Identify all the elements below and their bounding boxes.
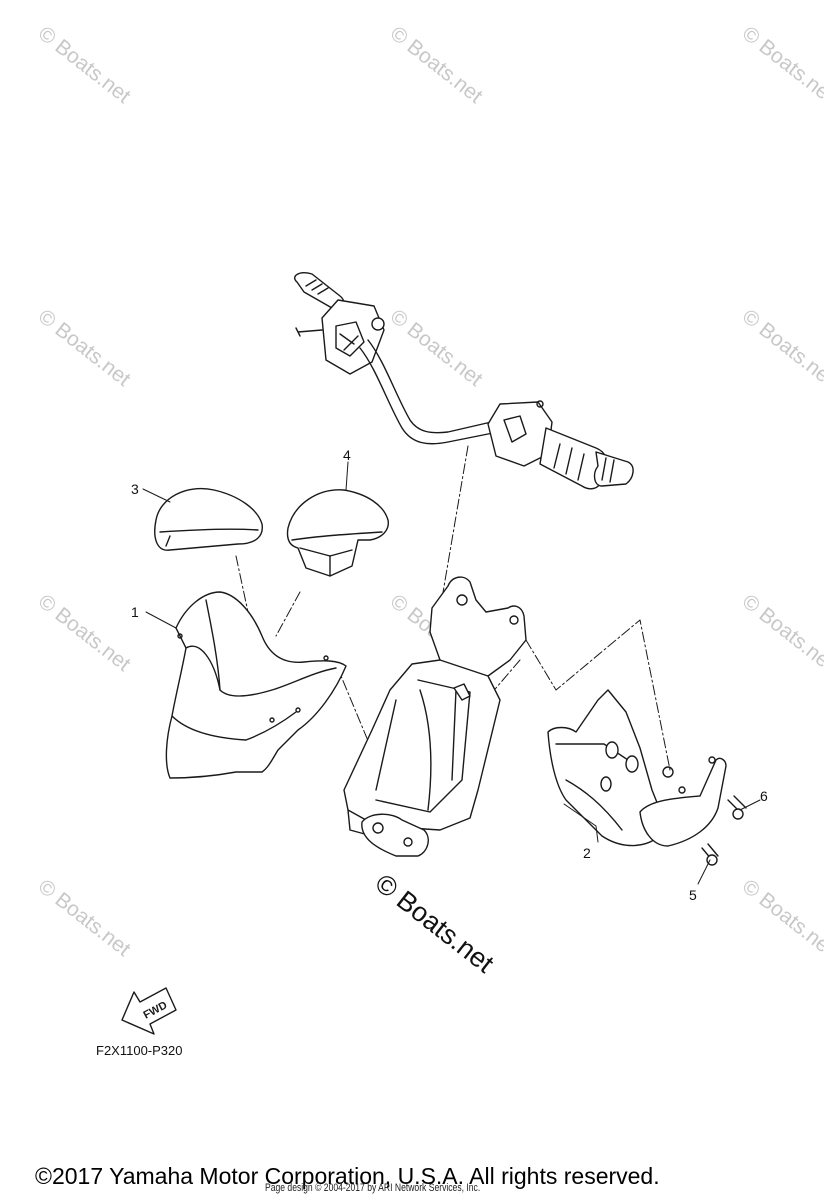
part-code: F2X1100-P320 — [96, 1043, 183, 1058]
callout-3: 3 — [131, 481, 139, 497]
copyright-notice: ©2017 Yamaha Motor Corporation, U.S.A. A… — [35, 1163, 660, 1189]
callout-4: 4 — [343, 447, 351, 463]
part-3-cap — [154, 488, 263, 551]
callout-6: 6 — [760, 788, 768, 804]
callout-1: 1 — [131, 604, 139, 620]
fwd-arrow: FWD — [121, 987, 177, 1035]
part-2-under-cover — [547, 689, 727, 847]
page-design-credit: Page design © 2004-2017 by ARI Network S… — [265, 1182, 481, 1194]
callout-2: 2 — [583, 845, 591, 861]
steering-column — [343, 576, 527, 857]
handlebar-assembly — [294, 272, 634, 490]
part-1-front-cover — [165, 591, 347, 779]
bolts — [701, 795, 747, 866]
callout-5: 5 — [689, 887, 697, 903]
part-4-cover — [286, 489, 389, 577]
